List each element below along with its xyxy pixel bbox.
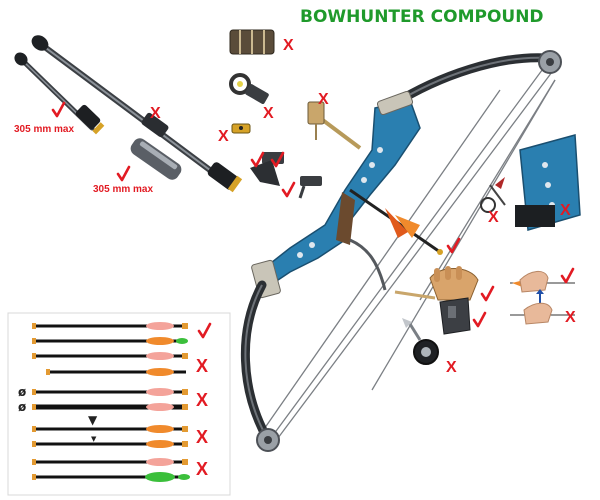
extension-tube [130, 138, 182, 180]
arrow-shaft [32, 388, 188, 396]
marker-symbol: ▼ [88, 413, 98, 427]
arrow-shaft [32, 322, 188, 330]
extension-length-label: 305 mm max [93, 184, 153, 195]
cross-mark: X [196, 427, 208, 447]
cross-mark: X [150, 105, 161, 122]
arrow-shaft [32, 440, 188, 448]
cross-mark: X [196, 459, 208, 479]
cross-mark: X [196, 356, 208, 376]
arrow-rest-drop [250, 152, 284, 186]
check-mark [270, 151, 285, 168]
upper-cam [538, 50, 562, 74]
quiver [229, 29, 275, 55]
cross-mark: X [446, 359, 457, 376]
diameter-symbol: ø [18, 400, 26, 414]
nocked-arrow [349, 188, 443, 255]
arrow-shaft [32, 458, 188, 466]
check-mark [197, 322, 212, 339]
split-finger [510, 302, 575, 325]
marker-symbol: ▼ [91, 435, 97, 443]
level-bubble [231, 123, 251, 134]
short-stabilizer [14, 52, 105, 135]
arrow-shaft [32, 337, 188, 345]
riser-cutout [515, 134, 581, 231]
arrow-spine-panel [7, 312, 231, 496]
arrow-shaft [46, 368, 186, 376]
three-fingers-under [510, 271, 575, 293]
cross-mark: X [560, 202, 571, 219]
check-mark [116, 165, 131, 182]
cross-mark: X [283, 37, 294, 54]
finger-glove [429, 266, 479, 301]
cross-mark: X [263, 105, 274, 122]
wrist-release [402, 318, 439, 365]
cross-mark: X [565, 309, 576, 326]
release-rope [394, 290, 436, 300]
check-mark [51, 101, 66, 118]
arrow-shaft [32, 352, 188, 360]
diagram-title: BOWHUNTER COMPOUND [300, 7, 544, 27]
check-mark [250, 151, 265, 168]
upper-limb [387, 53, 553, 110]
check-mark [281, 181, 296, 198]
check-mark [446, 237, 461, 254]
arrow-rest-whisker [298, 176, 322, 199]
arrow-shaft [32, 403, 188, 411]
cross-mark: X [196, 390, 208, 410]
cable-guard [349, 238, 387, 291]
lower-cam [256, 428, 280, 452]
bow-riser [260, 99, 421, 283]
cross-mark: X [488, 209, 499, 226]
cross-mark: X [218, 128, 229, 145]
check-mark [560, 267, 575, 284]
check-mark [480, 285, 495, 302]
stabilizer-length-label: 305 mm max [14, 124, 74, 135]
long-stabilizer [31, 35, 243, 193]
check-mark [472, 311, 487, 328]
arrow-shaft [32, 425, 188, 433]
peep-sight [229, 73, 269, 104]
finger-tab [439, 297, 471, 335]
pin-sight [307, 101, 362, 150]
bow-strings [261, 61, 556, 447]
string-loop-release [480, 177, 506, 213]
upper-limb-pocket [376, 90, 414, 116]
diameter-symbol: ø [18, 385, 26, 399]
cross-mark: X [318, 91, 329, 108]
arrow-shaft [32, 472, 190, 482]
